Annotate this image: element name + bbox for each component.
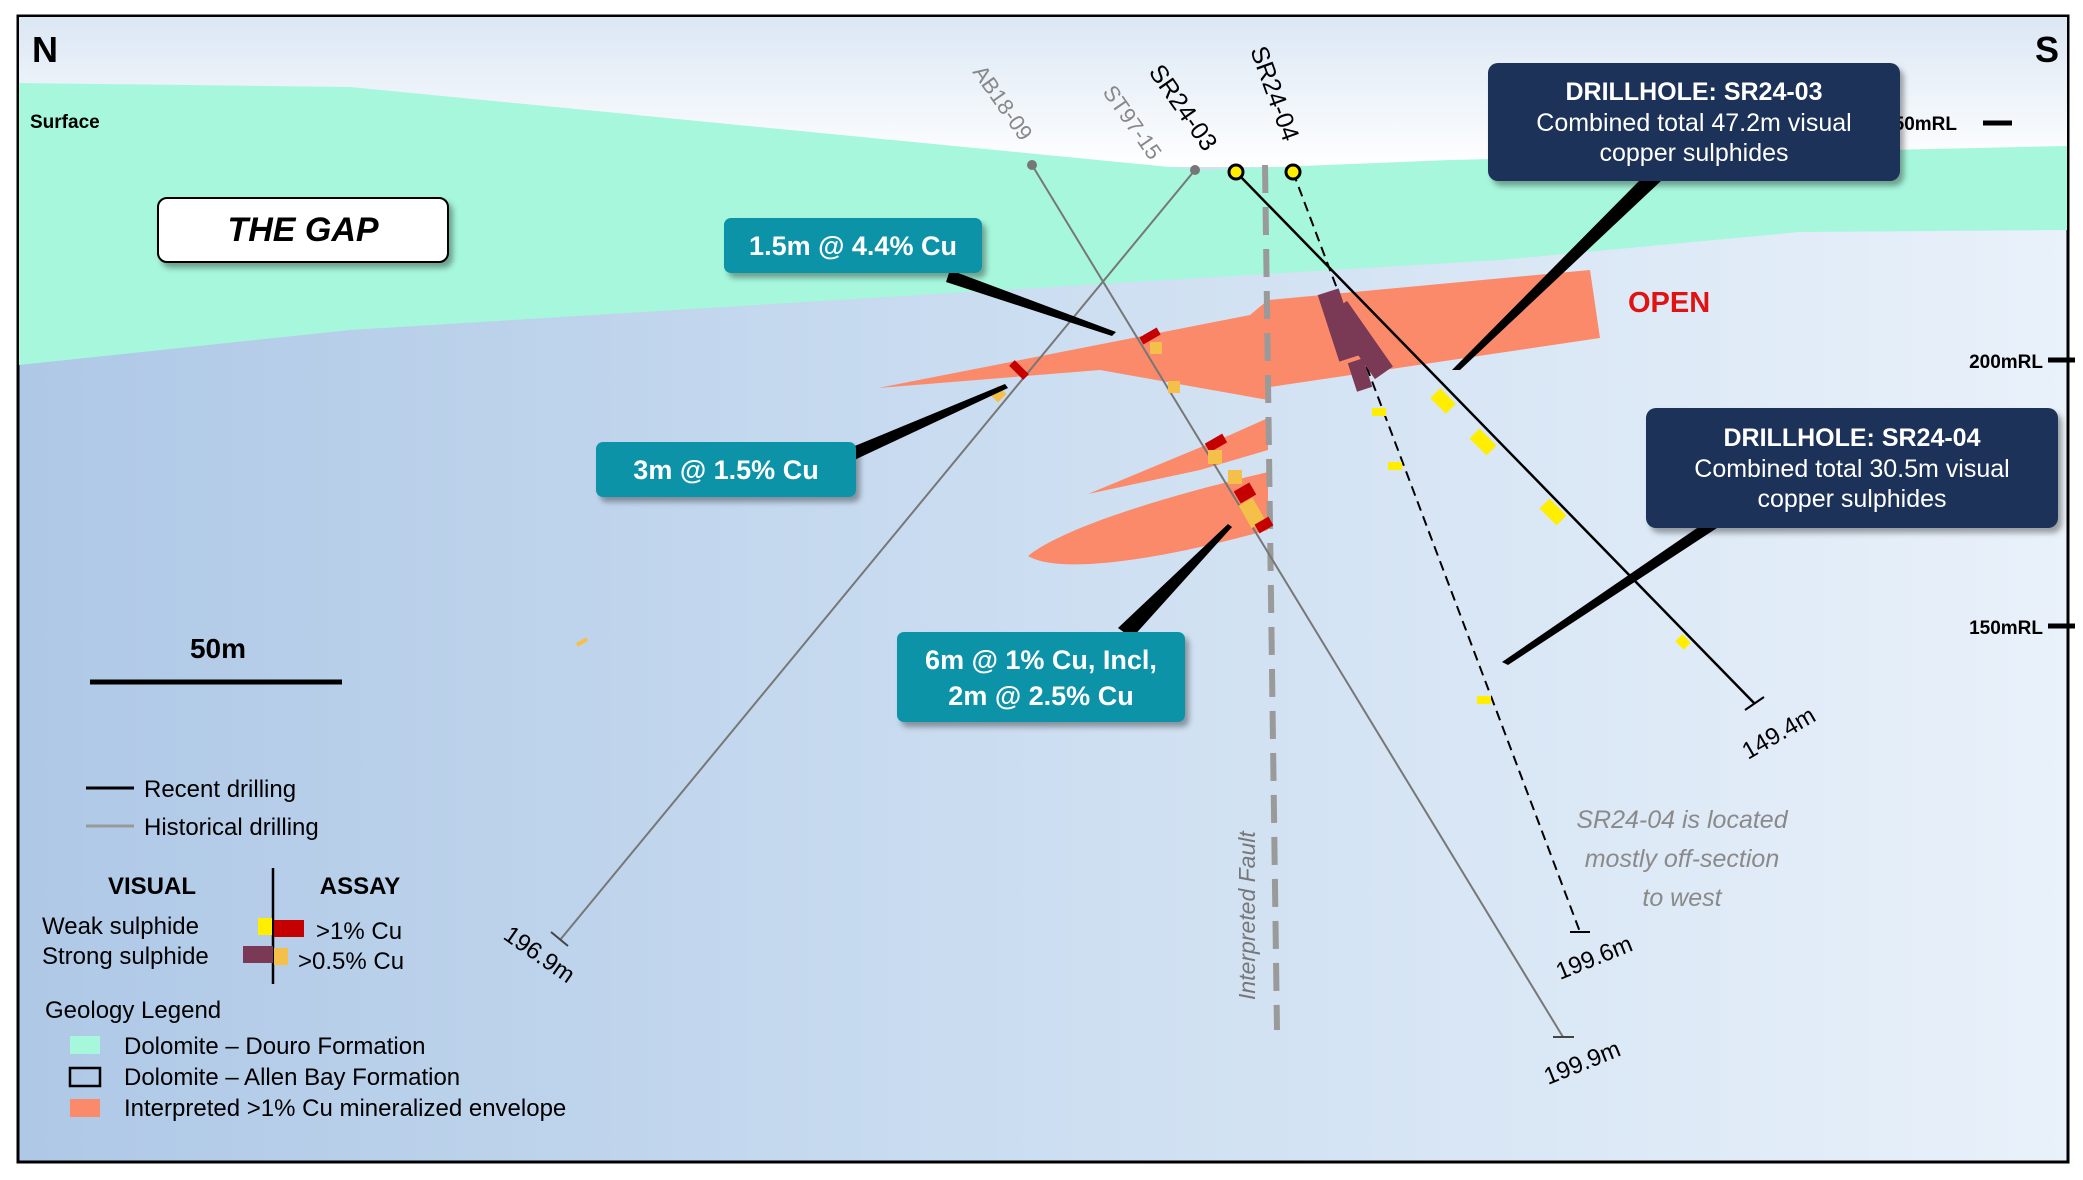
interval-weak-6 (1388, 462, 1402, 470)
interval-weak-5 (1372, 408, 1386, 416)
callout-sr24-03-title: DRILLHOLE: SR24-03 (1566, 78, 1823, 106)
callout-sr24-04: DRILLHOLE: SR24-04 Combined total 30.5m … (1646, 408, 2058, 528)
surface-label: Surface (30, 112, 100, 133)
leader-i2 (845, 384, 1008, 462)
interval-assay-2 (1009, 360, 1029, 380)
area-title-box (157, 197, 449, 263)
legend-strong-swatch (243, 946, 273, 963)
douro-formation (19, 83, 2067, 365)
intercept-2: 3m @ 1.5% Cu (596, 442, 856, 497)
callout-sr24-04-line1: Combined total 30.5m visual (1694, 455, 2009, 483)
interval-assay-11 (1254, 516, 1274, 534)
collar-st97-15 (1190, 165, 1200, 175)
note-line2: mostly off-section (1585, 845, 1780, 873)
legend-gt1: >1% Cu (316, 918, 402, 945)
leader-i3 (1118, 524, 1232, 638)
elev-250: 250mRL (1883, 114, 1957, 135)
trace-st97-15-end (550, 931, 569, 947)
callout-sr24-03: DRILLHOLE: SR24-03 Combined total 47.2m … (1488, 63, 1900, 181)
collar-ab18-09 (1027, 160, 1037, 170)
trace-sr24-03 (1235, 171, 1756, 705)
intercept-3: 6m @ 1% Cu, Incl, 2m @ 2.5% Cu (897, 632, 1185, 722)
callout-sr24-04-title: DRILLHOLE: SR24-04 (1724, 424, 1981, 452)
callout-sr24-04-line2: copper sulphides (1757, 485, 1946, 513)
intercept-3-line2: 2m @ 2.5% Cu (948, 681, 1133, 711)
legend-allen: Dolomite – Allen Bay Formation (124, 1064, 460, 1091)
intercept-leaders (845, 180, 1720, 665)
elevation-axis: 250mRL 200mRL 150mRL (1883, 114, 2075, 639)
trace-st97-15 (559, 169, 1196, 941)
intercept-3-line1: 6m @ 1% Cu, Incl, (925, 645, 1157, 675)
legend-envelope-swatch (70, 1099, 100, 1117)
callout-sr24-03-line2: copper sulphides (1599, 139, 1788, 167)
interval-assay-6 (1204, 433, 1228, 453)
interval-weak-1 (1430, 388, 1456, 414)
interval-assay-10 (1238, 497, 1266, 529)
leader-sr24-04 (1502, 526, 1720, 665)
interval-strong-2 (1329, 300, 1393, 380)
legend-envelope: Interpreted >1% Cu mineralized envelope (124, 1095, 566, 1122)
intercept-2-text: 3m @ 1.5% Cu (633, 455, 818, 485)
envelope-upper (878, 270, 1600, 400)
legend-weak: Weak sulphide (42, 913, 199, 940)
intercept-1: 1.5m @ 4.4% Cu (724, 218, 982, 273)
legend-geology-header: Geology Legend (45, 997, 221, 1024)
legend-visual-header: VISUAL (108, 873, 196, 900)
intercept-1-text: 1.5m @ 4.4% Cu (749, 231, 957, 261)
envelope-middle (1088, 418, 1268, 494)
trace-sr24-03-end (1744, 696, 1765, 711)
interval-weak-3 (1539, 498, 1567, 526)
interval-strong-3 (1347, 358, 1373, 392)
interval-weak-2 (1469, 428, 1497, 456)
legend: Recent drilling Historical drilling VISU… (42, 776, 566, 1122)
envelope-lower (1028, 472, 1268, 565)
legend-weak-swatch (258, 918, 272, 935)
interval-assay-8 (1228, 470, 1242, 484)
legend-allen-swatch (68, 1066, 102, 1088)
legend-strong: Strong sulphide (42, 943, 209, 970)
legend-douro: Dolomite – Douro Formation (124, 1033, 425, 1060)
interval-assay-3 (1150, 342, 1162, 354)
legend-gt1-swatch (274, 920, 304, 937)
interval-assay-12 (575, 637, 589, 647)
legend-gt05-swatch (274, 948, 288, 965)
interpreted-fault (1262, 164, 1280, 1031)
collar-sr24-03 (1227, 163, 1245, 181)
legend-gt05: >0.5% Cu (298, 948, 404, 975)
fault-label: Interpreted Fault (1234, 830, 1260, 1000)
callout-sr24-03-line1: Combined total 47.2m visual (1536, 109, 1851, 137)
legend-recent: Recent drilling (144, 776, 296, 803)
leader-sr24-03 (1452, 180, 1662, 370)
mineralized-envelopes (878, 270, 1600, 565)
interval-weak-4 (1675, 634, 1691, 650)
scale-label: 50m (190, 633, 246, 664)
elev-150: 150mRL (1969, 618, 2043, 639)
collar-sr24-04 (1284, 163, 1302, 181)
elev-200: 200mRL (1969, 352, 2043, 373)
interval-weak-7 (1477, 696, 1491, 704)
interval-assay-1 (1139, 327, 1161, 345)
off-section-note: SR24-04 is located mostly off-section to… (1576, 806, 1788, 912)
interval-assay-5 (1168, 381, 1180, 393)
interval-assay-7 (1208, 450, 1222, 464)
south-label: S (2035, 29, 2059, 70)
open-label: OPEN (1628, 287, 1710, 319)
note-line1: SR24-04 is located (1576, 806, 1788, 834)
legend-douro-swatch (70, 1036, 100, 1054)
legend-assay-header: ASSAY (320, 873, 400, 900)
north-label: N (32, 29, 58, 70)
trace-ab18-09 (1031, 164, 1564, 1038)
legend-historical: Historical drilling (144, 814, 319, 841)
area-title: THE GAP (227, 211, 378, 249)
leader-i1 (946, 270, 1116, 336)
sulphide-intervals (575, 288, 1691, 704)
interval-assay-9 (1233, 482, 1257, 504)
note-line3: to west (1642, 884, 1722, 912)
